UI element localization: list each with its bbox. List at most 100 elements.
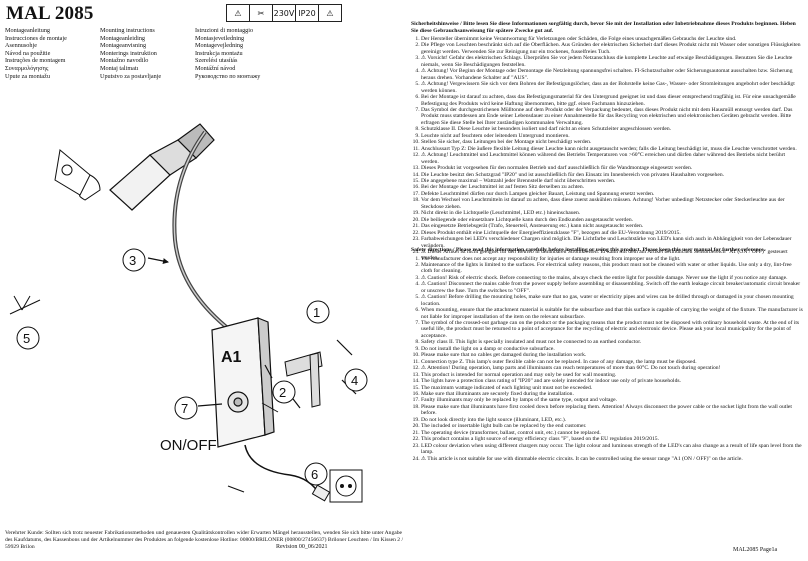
safety-item: ⚠ Achtung! Vor Beginn der Montage oder D… xyxy=(421,68,803,81)
safety-item: ⚠ Caution! Disconnect the mains cable fr… xyxy=(421,281,803,294)
safety-item: ⚠ Attention! During operation, lamp part… xyxy=(421,365,803,371)
safety-item: ⚠ Caution! Risk of electric shock. Befor… xyxy=(421,275,803,281)
safety-list-en: The manufacturer does not accept any res… xyxy=(411,256,803,463)
safety-item: Die Leuchte besitzt den Schutzgrad "IP20… xyxy=(421,172,803,178)
language-entry: Instrukcja montażu xyxy=(195,49,243,57)
safety-item: ⚠ Achtung! Leuchtmittel und Leuchtmittel… xyxy=(421,152,803,165)
page-number: MAL2085 Page1a xyxy=(733,547,778,553)
customer-notice: Verehrter Kunde: Sollten sich trotz neue… xyxy=(5,530,404,550)
safety-item: Nicht direkt in die Lichtquelle (Leuchtm… xyxy=(421,210,803,216)
safety-item: Do not look directly into the light sour… xyxy=(421,417,803,423)
language-entry: Montageanleitung xyxy=(5,27,51,34)
callout-3: 3 xyxy=(122,248,169,272)
safety-item: Bei der Montage der Leuchtmittel ist auf… xyxy=(421,184,803,190)
safety-item: Die Pflege von Leuchten beschränkt sich … xyxy=(421,42,803,55)
safety-item: Schutzklasse II. Diese Leuchte ist beson… xyxy=(421,126,803,132)
base-box-drawing xyxy=(211,317,275,448)
power-cable xyxy=(244,444,321,496)
safety-item: Connection type Z. This lamp's outer fle… xyxy=(421,359,803,365)
svg-text:5: 5 xyxy=(23,331,30,346)
caution-icon: ⚠ xyxy=(326,8,334,18)
safety-item: ⚠ Dieser Artikel ist nicht geeignet für … xyxy=(421,249,803,262)
svg-text:6: 6 xyxy=(311,467,318,482)
safety-item: The lights have a protection class ratin… xyxy=(421,378,803,384)
safety-item: Anschlussart Typ Z: Die äußere flexible … xyxy=(421,146,803,152)
svg-text:4: 4 xyxy=(351,373,358,388)
safety-item: Please make sure that no cables get dama… xyxy=(421,352,803,358)
safety-item: Please make sure that illuminants have f… xyxy=(421,404,803,417)
safety-item: Der Hersteller übernimmt keine Verantwor… xyxy=(421,36,803,42)
wall-anchor-drawing xyxy=(9,295,279,413)
socket-drawing xyxy=(329,469,363,503)
language-entry: Szerelési utasítás xyxy=(195,57,238,65)
section-heading-de: Sicherheitshinweise / Bitte lesen Sie di… xyxy=(411,21,796,34)
svg-text:3: 3 xyxy=(129,253,136,268)
callout-5: 5 xyxy=(16,326,40,350)
voltage-icon: 230V xyxy=(273,5,296,21)
language-entry: Montageanleiding xyxy=(100,34,146,42)
language-entry: Monterings instruktion xyxy=(100,49,157,57)
callout-7: 7 xyxy=(174,396,223,420)
safety-item: This product is intended for normal oper… xyxy=(421,372,803,378)
safety-item: Die beiliegende oder einsetzbare Lichtqu… xyxy=(421,217,803,223)
safety-directions-de: Sicherheitshinweise / Bitte lesen Sie di… xyxy=(411,21,803,262)
language-entry: Instruções de montagem xyxy=(5,57,66,65)
safety-item: When mounting, ensure that the attachmen… xyxy=(421,307,803,320)
callout-1: 1 xyxy=(306,300,330,324)
language-entry: Montagevejledning xyxy=(195,42,244,50)
safety-item: Leuchte nicht auf feuchtem oder leitende… xyxy=(421,133,803,139)
safety-item: ⚠ Vorsicht! Gefahr des elektrischen Schl… xyxy=(421,55,803,68)
language-entry: Συναρμολόγησης xyxy=(5,64,49,72)
safety-item: Maintenance of the lights is limited to … xyxy=(421,262,803,275)
ip-rating-icon: IP20 xyxy=(296,5,319,21)
language-entry: Istruzioni di montaggio xyxy=(195,27,254,34)
language-entry: Руководство по монтажу xyxy=(195,72,261,80)
onoff-label: ON/OFF xyxy=(160,437,217,454)
language-entry: Uputstvo za postavljanje xyxy=(100,72,162,80)
safety-item: Stellen Sie sicher, dass Leitungen bei d… xyxy=(421,139,803,145)
safety-item: This product contains a light source of … xyxy=(421,436,803,442)
callout-2: 2 xyxy=(272,380,296,404)
language-entry: Montasjeveiledning xyxy=(195,34,245,42)
safety-item: Dieses Produkt enthält eine Lichtquelle … xyxy=(421,230,803,236)
cable-icon: ✂ xyxy=(250,5,273,21)
safety-item: LED colour deviation when using differen… xyxy=(421,443,803,456)
safety-item: Vor dem Wechsel von Leuchtmitteln ist da… xyxy=(421,197,803,210)
bulb-drawing xyxy=(54,149,101,201)
safety-item: Das Symbol der durchgestrichenen Müllton… xyxy=(421,107,803,126)
svg-text:1: 1 xyxy=(313,305,320,320)
safety-item: Dieses Produkt ist vorgesehen für den no… xyxy=(421,165,803,171)
language-entry: Montaj talimatı xyxy=(100,64,139,72)
language-list: Montageanleitung Mounting instructions Ist… xyxy=(5,27,305,80)
language-entry: Montageanvisning xyxy=(100,42,147,50)
safety-item: ⚠ Caution! Before drilling the mounting … xyxy=(421,294,803,307)
callout-6: 6 xyxy=(304,462,328,486)
safety-item: The symbol of the crossed-out garbage ca… xyxy=(421,320,803,339)
product-title: MAL 2085 xyxy=(6,3,94,24)
safety-item: ⚠ Achtung! Vergewissern Sie sich vor dem… xyxy=(421,81,803,94)
lamp-head-drawing xyxy=(109,123,215,211)
plug-drawing xyxy=(311,484,331,502)
bracket-drawing xyxy=(284,351,323,408)
safety-directions-en: Safety directions / Please read this inf… xyxy=(411,247,803,462)
language-entry: Upute za montažu xyxy=(5,72,51,80)
section-heading-en: Safety directions / Please read this inf… xyxy=(411,247,766,253)
safety-list-de: Der Hersteller übernimmt keine Verantwor… xyxy=(411,36,803,262)
safety-item: The maximum wattage indicated of each li… xyxy=(421,385,803,391)
symbol-strip: ⚠ ✂ 230V IP20 ⚠ xyxy=(226,4,342,22)
safety-item: Safety class II. This light is specially… xyxy=(421,339,803,345)
callout-4: 4 xyxy=(344,368,368,392)
svg-text:2: 2 xyxy=(279,385,286,400)
safety-item: Defekte Leuchtmittel dürfen nur durch La… xyxy=(421,191,803,197)
language-entry: Montažno navodilo xyxy=(100,57,149,65)
safety-item: Make sure that illuminants are securely … xyxy=(421,391,803,397)
language-entry: Mounting instructions xyxy=(100,27,155,34)
language-entry: Instrucciones de montaje xyxy=(5,34,67,42)
safety-item: Faulty illuminants may only be replaced … xyxy=(421,397,803,403)
safety-item: Bei der Montage ist darauf zu achten, da… xyxy=(421,94,803,107)
safety-item: Das eingesetzte Betriebsgerät (Trafo, St… xyxy=(421,223,803,229)
warning-icon: ⚠ xyxy=(227,5,250,21)
safety-item: Do not install the light on a damp or co… xyxy=(421,346,803,352)
safety-item: ⚠ This article is not suitable for use w… xyxy=(421,456,803,462)
safety-item: Die angegebene maximal – Wattzahl jeder … xyxy=(421,178,803,184)
